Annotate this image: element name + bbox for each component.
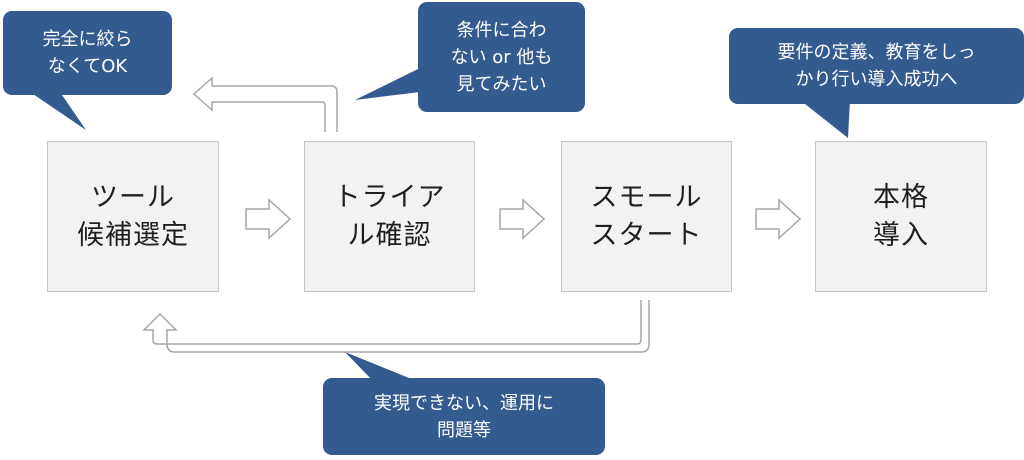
callout-trial-mismatch: 条件に合わ ない or 他も 見てみたい (418, 2, 585, 112)
loop-back-arrow-icon (142, 300, 650, 353)
callout-tail-no-narrowing (30, 92, 86, 130)
callout-tail-trial-mismatch (355, 68, 420, 100)
right-arrow-icon (755, 198, 802, 240)
callout-text-line: ない or 他も (450, 46, 553, 68)
step-full-rollout: 本格 導入 (815, 141, 987, 292)
callout-text-line: 問題等 (437, 419, 491, 441)
right-arrow-icon (245, 198, 292, 240)
loop-back-arrow-icon (192, 76, 338, 132)
step-label-line: ツール (91, 181, 175, 213)
right-arrow-icon (499, 198, 546, 240)
callout-no-narrowing: 完全に絞ら なくてOK (3, 11, 172, 95)
callout-text-line: 見てみたい (456, 73, 547, 95)
callout-text-line: 完全に絞ら (42, 29, 133, 50)
callout-tail-small-start-issue (345, 352, 414, 380)
callout-tail-full-rollout (800, 100, 850, 138)
callout-text-line: かり行い導入成功へ (795, 69, 958, 90)
step-trial-check: トライア ル確認 (304, 141, 475, 292)
callout-text-line: 実現できない、運用に (374, 392, 554, 414)
step-label-line: ル確認 (347, 219, 432, 251)
step-label-line: 候補選定 (77, 219, 189, 251)
callout-text-line: 要件の定義、教育をしっ (777, 42, 976, 63)
callout-text-line: 条件に合わ (456, 19, 547, 41)
callout-full-rollout: 要件の定義、教育をしっ かり行い導入成功へ (729, 28, 1024, 104)
callout-text-line: なくてOK (47, 56, 128, 77)
step-small-start: スモール スタート (561, 141, 732, 292)
step-label-line: スタート (590, 219, 703, 251)
step-label-line: 本格 (873, 181, 929, 213)
callout-small-start-issue: 実現できない、運用に 問題等 (323, 378, 605, 455)
step-label-line: スモール (590, 181, 703, 213)
step-label-line: 導入 (873, 219, 929, 251)
step-label-line: トライア (333, 181, 446, 213)
step-tool-candidate-selection: ツール 候補選定 (47, 141, 219, 292)
